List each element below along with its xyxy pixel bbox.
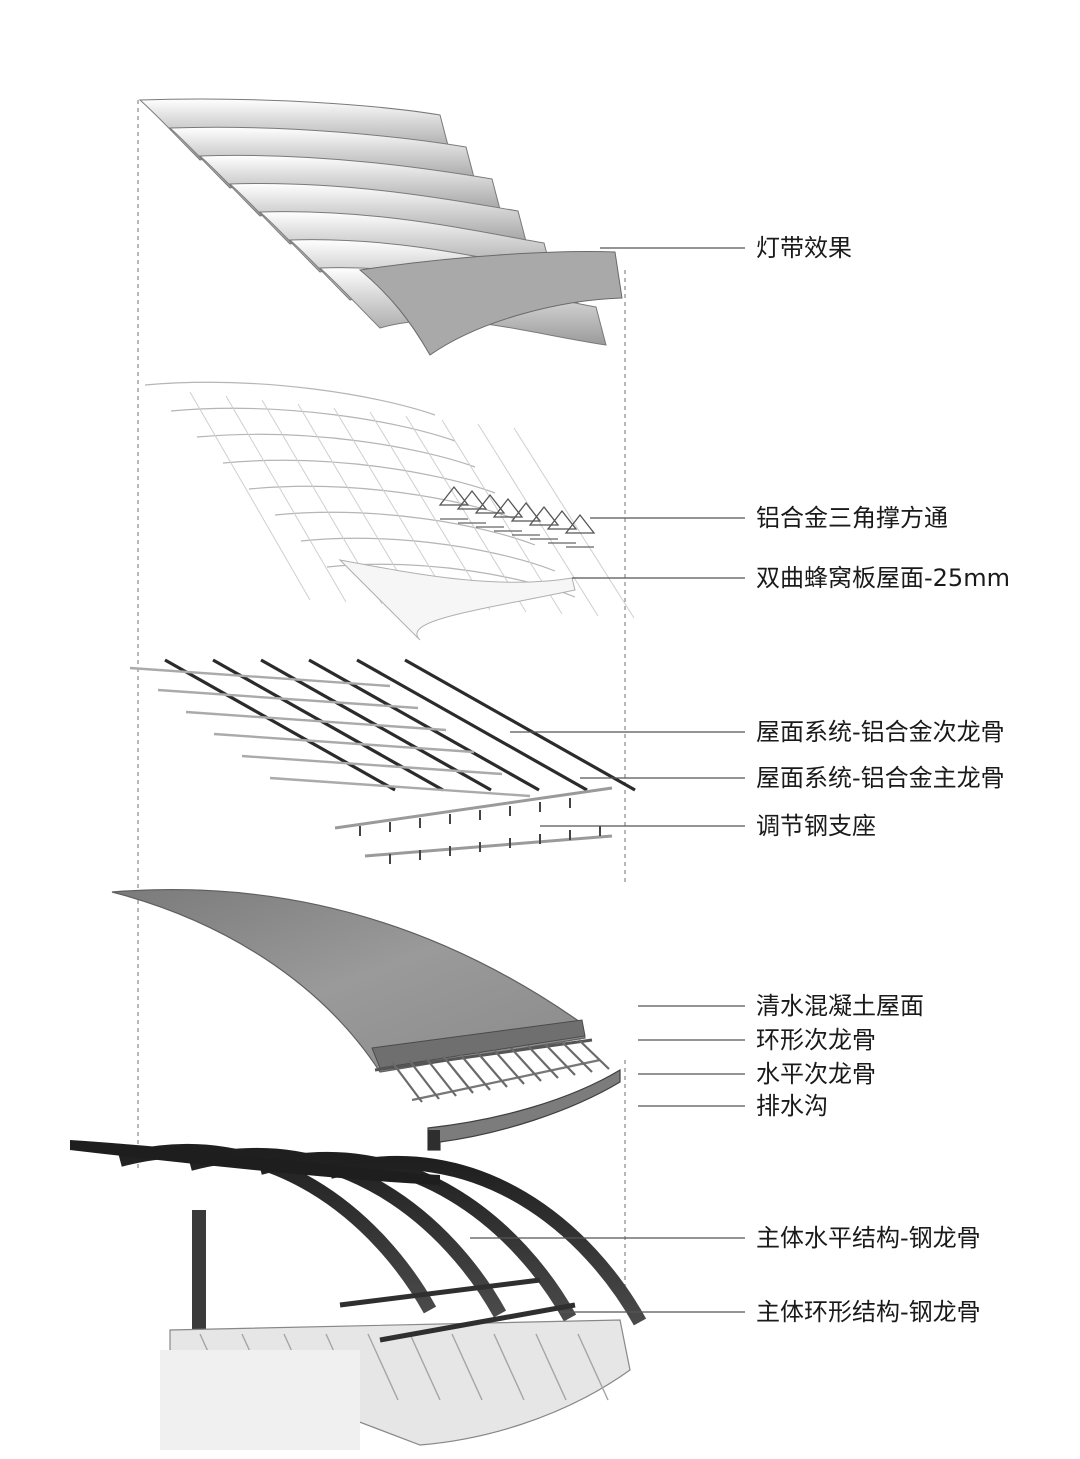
triangle-support bbox=[564, 513, 596, 534]
label-ring-secondary-keel: 环形次龙骨 bbox=[756, 1026, 876, 1054]
triangle-support bbox=[492, 497, 524, 518]
horizontal-keel-bar bbox=[425, 1057, 457, 1097]
base-grid-line bbox=[577, 1333, 609, 1401]
label-drainage-ditch: 排水沟 bbox=[756, 1092, 828, 1120]
label-horizontal-secondary-keel: 水平次龙骨 bbox=[756, 1060, 876, 1088]
honeycomb-panel-edge bbox=[274, 511, 536, 546]
honeycomb-panel-seam bbox=[405, 415, 527, 613]
triangle-support bbox=[438, 485, 470, 506]
triangle-support bbox=[510, 501, 542, 522]
steel-support-rail bbox=[334, 786, 613, 830]
base-grid-line bbox=[367, 1333, 399, 1401]
triangle-support bbox=[546, 509, 578, 530]
label-secondary-keel: 屋面系统-铝合金次龙骨 bbox=[756, 718, 1005, 746]
steel-arch-beam bbox=[328, 1155, 647, 1326]
steel-arch-beam bbox=[188, 1147, 507, 1318]
drainage-ditch-shape bbox=[427, 1068, 621, 1151]
aluminium-keel-grid bbox=[129, 658, 636, 864]
horizontal-keel-bar bbox=[391, 1061, 423, 1103]
triangle-support bbox=[456, 489, 488, 510]
steel-arch-beam bbox=[258, 1151, 577, 1322]
label-light-strip: 灯带效果 bbox=[756, 234, 852, 262]
steel-support-rail bbox=[364, 834, 613, 858]
honeycomb-panel-edge bbox=[170, 407, 456, 442]
light-strip-panels bbox=[138, 98, 623, 356]
base-grid-line bbox=[535, 1333, 567, 1401]
secondary-keel-bar bbox=[129, 666, 391, 688]
secondary-keel-bar bbox=[269, 776, 531, 798]
horizontal-steel-beam bbox=[339, 1277, 541, 1308]
main-keel-bar bbox=[404, 658, 636, 792]
triangle-support bbox=[474, 493, 506, 514]
horizontal-keel-bar bbox=[442, 1055, 474, 1094]
label-honeycomb-roof: 双曲蜂窝板屋面-25mm bbox=[756, 564, 1010, 592]
steel-top-edge bbox=[70, 1140, 440, 1185]
honeycomb-panel-seam bbox=[333, 407, 455, 609]
label-concrete-roof: 清水混凝土屋面 bbox=[756, 992, 924, 1020]
base-grid-line bbox=[409, 1333, 441, 1401]
main-keel-bar bbox=[212, 658, 444, 792]
concrete-roof-edge bbox=[371, 1019, 586, 1069]
horizontal-keel-bar bbox=[408, 1059, 440, 1100]
horizontal-keel-bar bbox=[578, 1039, 610, 1070]
honeycomb-panel-edge bbox=[196, 433, 476, 468]
secondary-keel-rack bbox=[374, 1038, 610, 1103]
honeycomb-panel-seam bbox=[225, 395, 347, 603]
horizontal-steel-beam bbox=[379, 1302, 576, 1343]
honeycomb-panel-seam bbox=[477, 423, 599, 617]
secondary-keel-bar bbox=[241, 754, 503, 776]
secondary-keel-bar bbox=[185, 710, 447, 732]
horizontal-keel-bar bbox=[476, 1051, 508, 1088]
label-steel-support: 调节钢支座 bbox=[756, 812, 876, 840]
base-grid-line bbox=[493, 1333, 525, 1401]
honeycomb-roof-layer bbox=[144, 381, 635, 641]
horizontal-keel-bar bbox=[493, 1049, 525, 1085]
podium-block bbox=[160, 1350, 360, 1450]
label-main-ring-structure: 主体环形结构-钢龙骨 bbox=[756, 1298, 981, 1326]
label-main-keel: 屋面系统-铝合金主龙骨 bbox=[756, 764, 1005, 792]
ring-keel-bar bbox=[411, 1058, 601, 1102]
light-strip-panel bbox=[358, 251, 623, 356]
horizontal-keel-bar bbox=[510, 1047, 542, 1082]
main-keel-bar bbox=[164, 658, 396, 792]
main-steel-structure bbox=[70, 1140, 647, 1450]
triangle-support bbox=[528, 505, 560, 526]
honeycomb-panel-edge bbox=[248, 485, 516, 520]
secondary-keel-bar bbox=[213, 732, 475, 754]
honeycomb-panel-seam bbox=[189, 391, 311, 601]
honeycomb-panel-seam bbox=[369, 411, 491, 611]
secondary-keel-bar bbox=[157, 688, 419, 710]
main-keel-bar bbox=[308, 658, 540, 792]
main-keel-bar bbox=[356, 658, 588, 792]
horizontal-keel-bar bbox=[459, 1053, 491, 1091]
label-triangle-tube: 铝合金三角撑方通 bbox=[756, 504, 948, 532]
honeycomb-panel-edge bbox=[144, 381, 436, 416]
honeycomb-panel-edge bbox=[300, 537, 556, 572]
horizontal-keel-bar bbox=[527, 1045, 559, 1079]
honeycomb-panel-edge bbox=[222, 459, 496, 494]
concrete-roof-layer bbox=[111, 888, 586, 1073]
honeycomb-front-panel bbox=[338, 559, 576, 641]
steel-column bbox=[192, 1210, 206, 1330]
base-grid-line bbox=[451, 1333, 483, 1401]
leader-lines bbox=[470, 247, 745, 1313]
ring-keel-bar bbox=[374, 1038, 593, 1072]
horizontal-keel-bar bbox=[544, 1043, 576, 1076]
label-main-horizontal-structure: 主体水平结构-钢龙骨 bbox=[756, 1224, 981, 1252]
horizontal-keel-bar bbox=[561, 1041, 593, 1073]
